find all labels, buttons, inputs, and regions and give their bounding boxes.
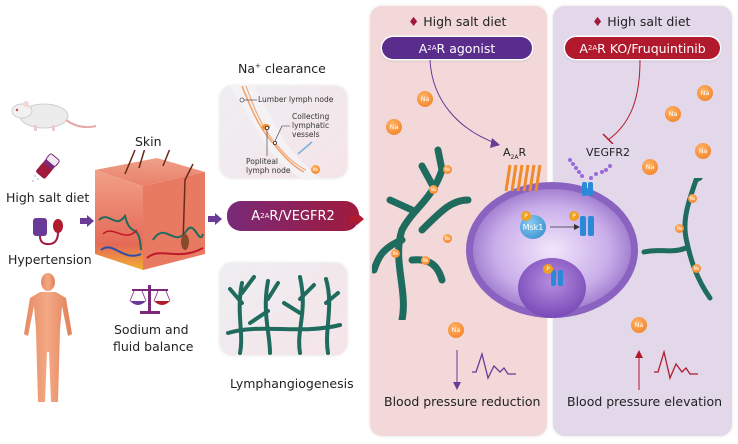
a2ar-suffix: R/VEGFR2 [269,208,335,224]
lymphatic-vessel-illustration [641,178,713,301]
arrow-to-receptor-box-icon [208,210,222,225]
a2ar-receptor-label: A2AR [503,146,526,161]
knockout-panel-header-text: High salt diet [607,14,691,29]
sodium-ion-in-vessel: Na [443,165,452,174]
sodium-balance-label-line2: fluid balance [113,339,194,354]
vegfr2-receptor-icon [568,158,612,196]
sodium-ion-icon: Na [311,165,320,174]
sodium-ion-in-vessel: Na [675,224,684,233]
lymphatic-network-illustration [226,275,342,355]
sodium-ion-in-vessel: Na [391,249,400,258]
salt-shaker-icon: ♦ [592,14,604,29]
pulse-wave-icon [654,350,698,381]
blood-pressure-elevation-label: Blood pressure elevation [567,394,723,409]
lymphangiogenesis-label: Lymphangiogenesis [230,376,354,391]
arrow-to-panels-icon [350,210,364,225]
inhibition-arrow-icon [602,60,641,144]
pill-subscript: 2A [587,44,598,52]
lymph-clearance-card: Lumber lymph node Collecting lymphatic v… [220,86,347,178]
sodium-ion-in-vessel: Na [421,256,430,265]
phosphate-badge: P [569,211,579,221]
rat-icon [11,101,97,131]
msk1-to-vegfr2-arrow-icon [550,224,580,230]
sodium-ion-in-vessel: Na [429,185,438,194]
agonist-panel-header: ♦ High salt diet [408,14,506,29]
lumbar-lymph-node-label: Lumber lymph node [258,95,334,104]
pill-subscript: 2A [427,44,437,52]
sodium-ion: Na [695,143,711,159]
pill-suffix: R agonist [436,40,496,56]
a2ar-subscript: 2A [260,212,270,220]
arrow-to-skin-icon [80,212,94,227]
blood-pressure-cuff-icon [33,218,63,246]
sodium-ion: Na [642,159,658,175]
high-salt-diet-label: High salt diet [6,190,90,205]
pill-suffix: R KO/Fruquintinib [597,40,706,56]
collecting-vessels-label-3: vessels [292,130,320,139]
collecting-vessels-label-1: Collecting [292,112,330,121]
sodium-ion: Na [417,91,433,107]
sodium-ion: Na [631,317,647,333]
sodium-ion-in-vessel: Na [692,264,701,273]
sodium-balance-label-line1: Sodium and [114,322,189,337]
sodium-ion: Na [697,85,713,101]
vegfr2-receptor-label: VEGFR2 [586,146,630,159]
hypertension-label: Hypertension [8,252,92,267]
balance-scale-icon [129,285,171,314]
a2ar-prefix: A [251,208,261,224]
phosphorylated-vegfr2-icon [580,216,594,236]
phosphate-badge: P [521,211,531,221]
nuclear-vegfr2-icon [551,270,563,286]
pill-prefix: A [579,40,588,56]
sodium-ion: Na [386,119,402,135]
sodium-ion: Na [448,322,464,338]
upward-arrow-icon [635,350,643,390]
pill-prefix: A [418,40,428,56]
agonist-panel-header-text: High salt diet [423,14,507,29]
salt-shaker-icon [32,153,60,182]
leg-lymphatics-illustration [230,86,320,178]
agonist-activation-arrow-icon [429,60,500,148]
popliteal-lymph-node-label-1: Popliteal [246,157,279,166]
pulse-wave-icon [472,352,516,380]
phosphate-badge: P [543,264,553,274]
salt-shaker-icon: ♦ [408,14,420,29]
msk1-label: Msk1 [522,222,544,232]
na-clearance-title-rest: clearance [260,61,326,76]
a2ar-receptor-icon [504,164,542,192]
sodium-ion-in-vessel: Na [688,194,697,203]
na-clearance-title-na: Na [238,61,256,76]
collecting-vessels-label-2: lymphatic [292,121,330,130]
blood-pressure-reduction-label: Blood pressure reduction [384,394,541,409]
popliteal-lymph-node-label-2: lymph node [246,166,291,175]
lymphangiogenesis-card [220,263,347,355]
skin-label: Skin [135,134,162,149]
receptor-prefix: A [503,146,511,159]
skin-cross-section-illustration [95,150,205,270]
lymphatic-endothelial-cell-illustration [466,182,638,318]
knockout-panel-header: ♦ High salt diet [592,14,690,29]
na-clearance-title-sup: + [255,61,261,70]
human-body-icon [24,273,72,402]
receptor-subscript: 2A [510,154,519,162]
sodium-ion: Na [665,106,681,122]
na-clearance-title: Na+ clearance [238,61,326,76]
downward-arrow-icon [453,350,461,390]
sodium-ion-in-vessel: Na [443,234,452,243]
receptor-suffix: R [518,146,527,159]
